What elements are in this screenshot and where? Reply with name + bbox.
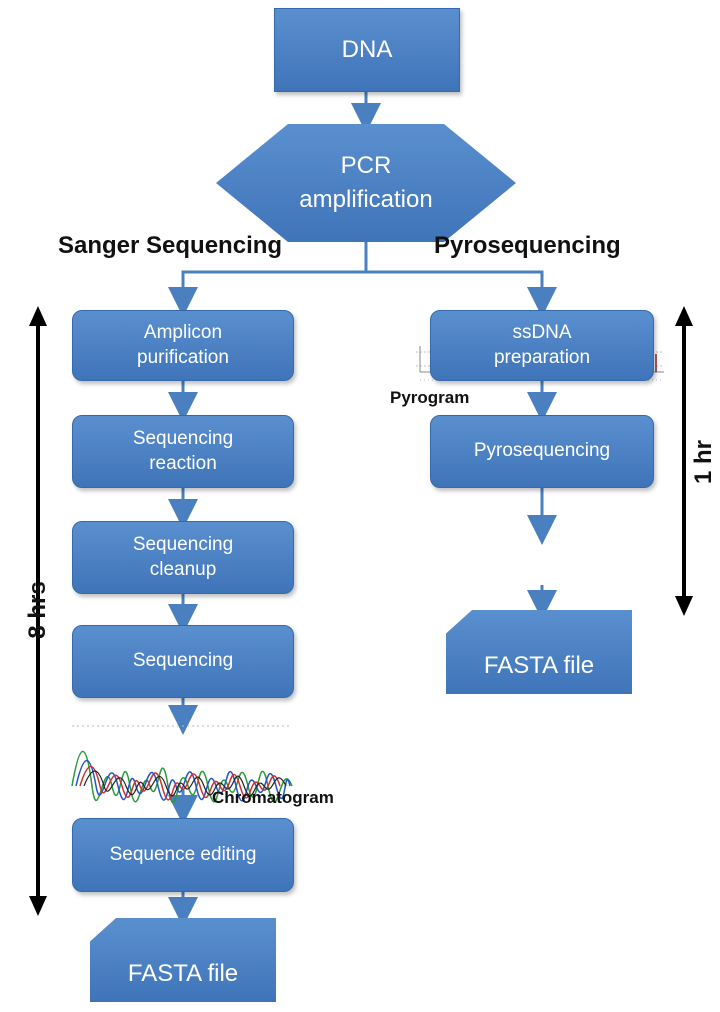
chromatogram-image (71, 725, 293, 804)
sequencing-reaction-label: Sequencing reaction (132, 427, 234, 474)
sanger-duration-label: 8 hrs (24, 581, 51, 639)
pcr-node-label: PCR amplification (299, 152, 433, 213)
sequence-editing-node: Sequence editing (72, 818, 294, 892)
pyro-duration-label: 1 hr (690, 440, 717, 485)
fasta-file-left-label: FASTA file (127, 960, 239, 987)
fasta-file-right-node: FASTA file (446, 610, 632, 694)
sequencing-cleanup-label: Sequencing cleanup (132, 533, 234, 580)
ssdna-preparation-node: ssDNA preparation (430, 310, 654, 381)
arrow-pcr-to-pyro (366, 270, 557, 317)
amplicon-purification-label: Amplicon purification (137, 321, 229, 368)
arrow-pcr-to-sanger (168, 242, 368, 317)
pyrogram-label: Pyrogram (390, 388, 470, 407)
pyro-title: Pyrosequencing (434, 232, 621, 259)
pyrosequencing-node: Pyrosequencing (430, 415, 654, 488)
ssdna-preparation-label: ssDNA preparation (493, 321, 591, 368)
pcr-amplification-node: PCR amplification (216, 124, 516, 242)
dna-node-label: DNA (341, 36, 393, 64)
sequencing-node: Sequencing (72, 625, 294, 698)
pyrosequencing-label: Pyrosequencing (473, 440, 611, 462)
sequencing-reaction-node: Sequencing reaction (72, 415, 294, 488)
sequencing-cleanup-node: Sequencing cleanup (72, 521, 294, 594)
dna-node: DNA (274, 8, 460, 92)
sanger-duration-arrowhead-bottom (29, 896, 47, 916)
fasta-file-right-label: FASTA file (483, 652, 595, 679)
duration-arrows (36, 322, 686, 906)
sequencing-label: Sequencing (132, 650, 234, 672)
pyro-duration-arrowhead-top (675, 306, 693, 326)
sequence-editing-label: Sequence editing (109, 843, 257, 865)
sanger-duration-arrowhead-top (29, 306, 47, 326)
sanger-title: Sanger Sequencing (58, 232, 283, 259)
chromatogram-label: Chromatogram (212, 788, 334, 807)
pyro-duration-arrowhead-bottom (675, 596, 693, 616)
amplicon-purification-node: Amplicon purification (72, 310, 294, 381)
fasta-file-left-node: FASTA file (90, 918, 276, 1002)
